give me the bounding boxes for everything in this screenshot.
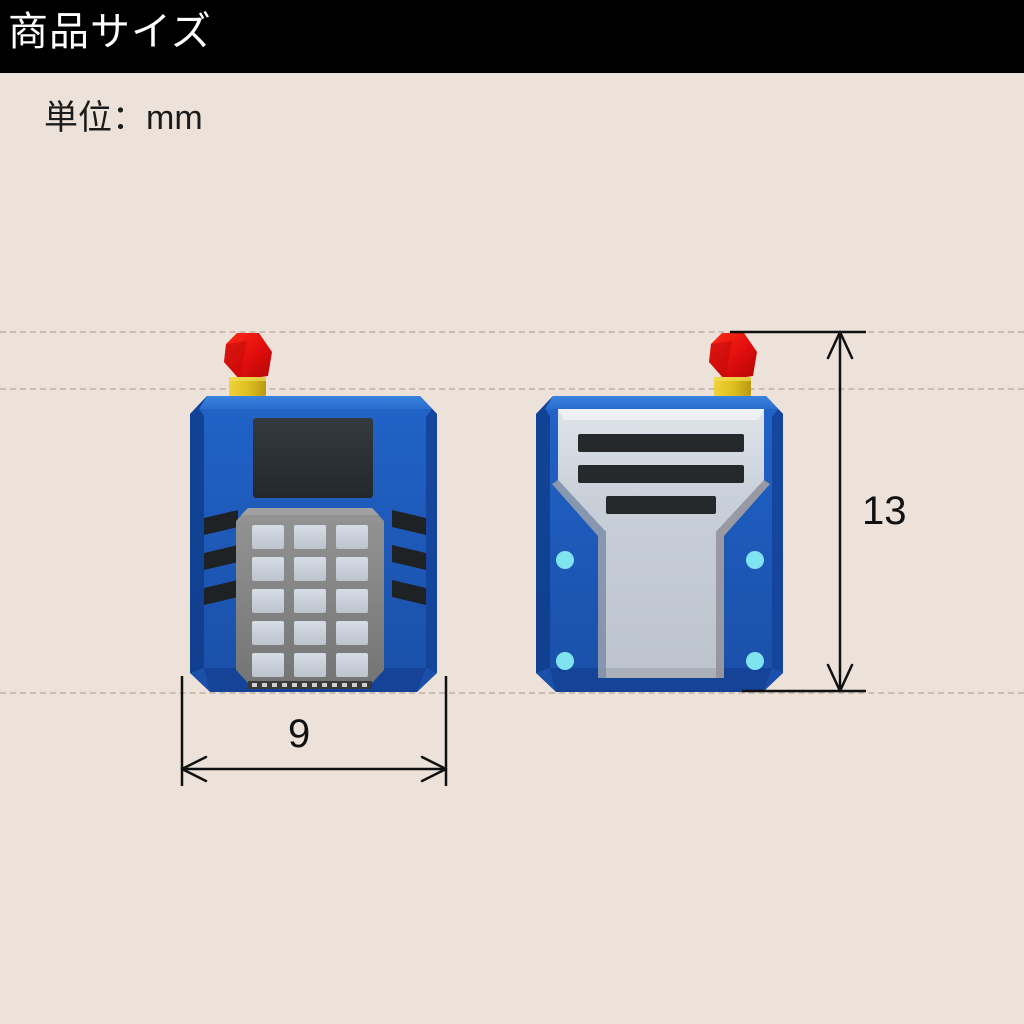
- antenna-back: [709, 333, 757, 396]
- unit-note: 単位：mm: [44, 99, 203, 137]
- dimension-height-label: 13: [862, 489, 907, 533]
- vent-slot: [392, 580, 426, 605]
- antenna-tip-shade: [224, 341, 247, 380]
- keypad-key[interactable]: [336, 589, 368, 613]
- back-body-top-bevel: [545, 396, 778, 409]
- keypad-key[interactable]: [294, 621, 326, 645]
- page-title: 商品サイズ: [8, 10, 212, 54]
- arrow-head-left: [180, 755, 208, 783]
- vent-slot: [204, 510, 238, 535]
- keypad-panel-highlight: [241, 508, 379, 515]
- front-body-top-bevel: [199, 396, 432, 409]
- antenna-tip-shade: [709, 341, 732, 380]
- back-slot: [578, 465, 744, 483]
- back-body-right-bevel: [766, 396, 783, 673]
- keypad-key[interactable]: [252, 621, 284, 645]
- antenna-front: [224, 333, 272, 396]
- display-screen: [253, 418, 373, 498]
- keypad-key[interactable]: [336, 557, 368, 581]
- battery-cover-bottom-shade: [606, 668, 716, 678]
- keypad-key[interactable]: [252, 525, 284, 549]
- back-slot: [578, 434, 744, 452]
- keypad-key[interactable]: [336, 621, 368, 645]
- arrow-head-bottom: [826, 663, 854, 693]
- back-view-device: [536, 333, 783, 692]
- keypad-key[interactable]: [252, 653, 284, 677]
- antenna-base: [229, 377, 266, 396]
- connector-pins: [252, 683, 367, 687]
- keypad-keys[interactable]: [252, 525, 368, 677]
- vent-slot: [392, 545, 426, 570]
- keypad-key[interactable]: [294, 653, 326, 677]
- vent-slot: [204, 545, 238, 570]
- keypad-key[interactable]: [252, 589, 284, 613]
- vent-slot: [204, 580, 238, 605]
- screw-dot: [746, 652, 764, 670]
- guide-line-body-top: [0, 388, 1024, 390]
- vent-slot: [392, 510, 426, 535]
- battery-cover-highlight: [558, 409, 764, 420]
- front-view-device: [190, 333, 437, 692]
- dimension-height: [730, 330, 866, 693]
- battery-cover-right-bevel: [716, 480, 770, 678]
- keypad-key[interactable]: [336, 525, 368, 549]
- arrow-head-right: [420, 755, 448, 783]
- back-slot: [606, 496, 716, 514]
- back-body-left-bevel: [536, 396, 553, 673]
- dimension-width-label: 9: [288, 712, 311, 756]
- front-body-left-bevel: [190, 396, 207, 673]
- antenna-base: [714, 377, 751, 396]
- connector-strip: [248, 681, 372, 689]
- front-body-right-bevel: [420, 396, 437, 673]
- antenna-base-highlight: [229, 377, 266, 381]
- guide-line-antenna-top: [0, 331, 1024, 333]
- screw-dot: [556, 551, 574, 569]
- vents-right: [392, 510, 426, 605]
- keypad-key[interactable]: [294, 557, 326, 581]
- dimension-width: [180, 676, 448, 786]
- antenna-base-highlight: [714, 377, 751, 381]
- screw-dot: [746, 551, 764, 569]
- vents-left: [204, 510, 238, 605]
- screw-dot: [556, 652, 574, 670]
- keypad-key[interactable]: [294, 525, 326, 549]
- header-bar: 商品サイズ: [0, 0, 1024, 73]
- keypad-key[interactable]: [336, 653, 368, 677]
- keypad-key[interactable]: [252, 557, 284, 581]
- battery-cover-left-bevel: [552, 480, 606, 678]
- guide-line-body-bottom: [0, 692, 1024, 694]
- keypad-key[interactable]: [294, 589, 326, 613]
- arrow-head-top: [826, 330, 854, 360]
